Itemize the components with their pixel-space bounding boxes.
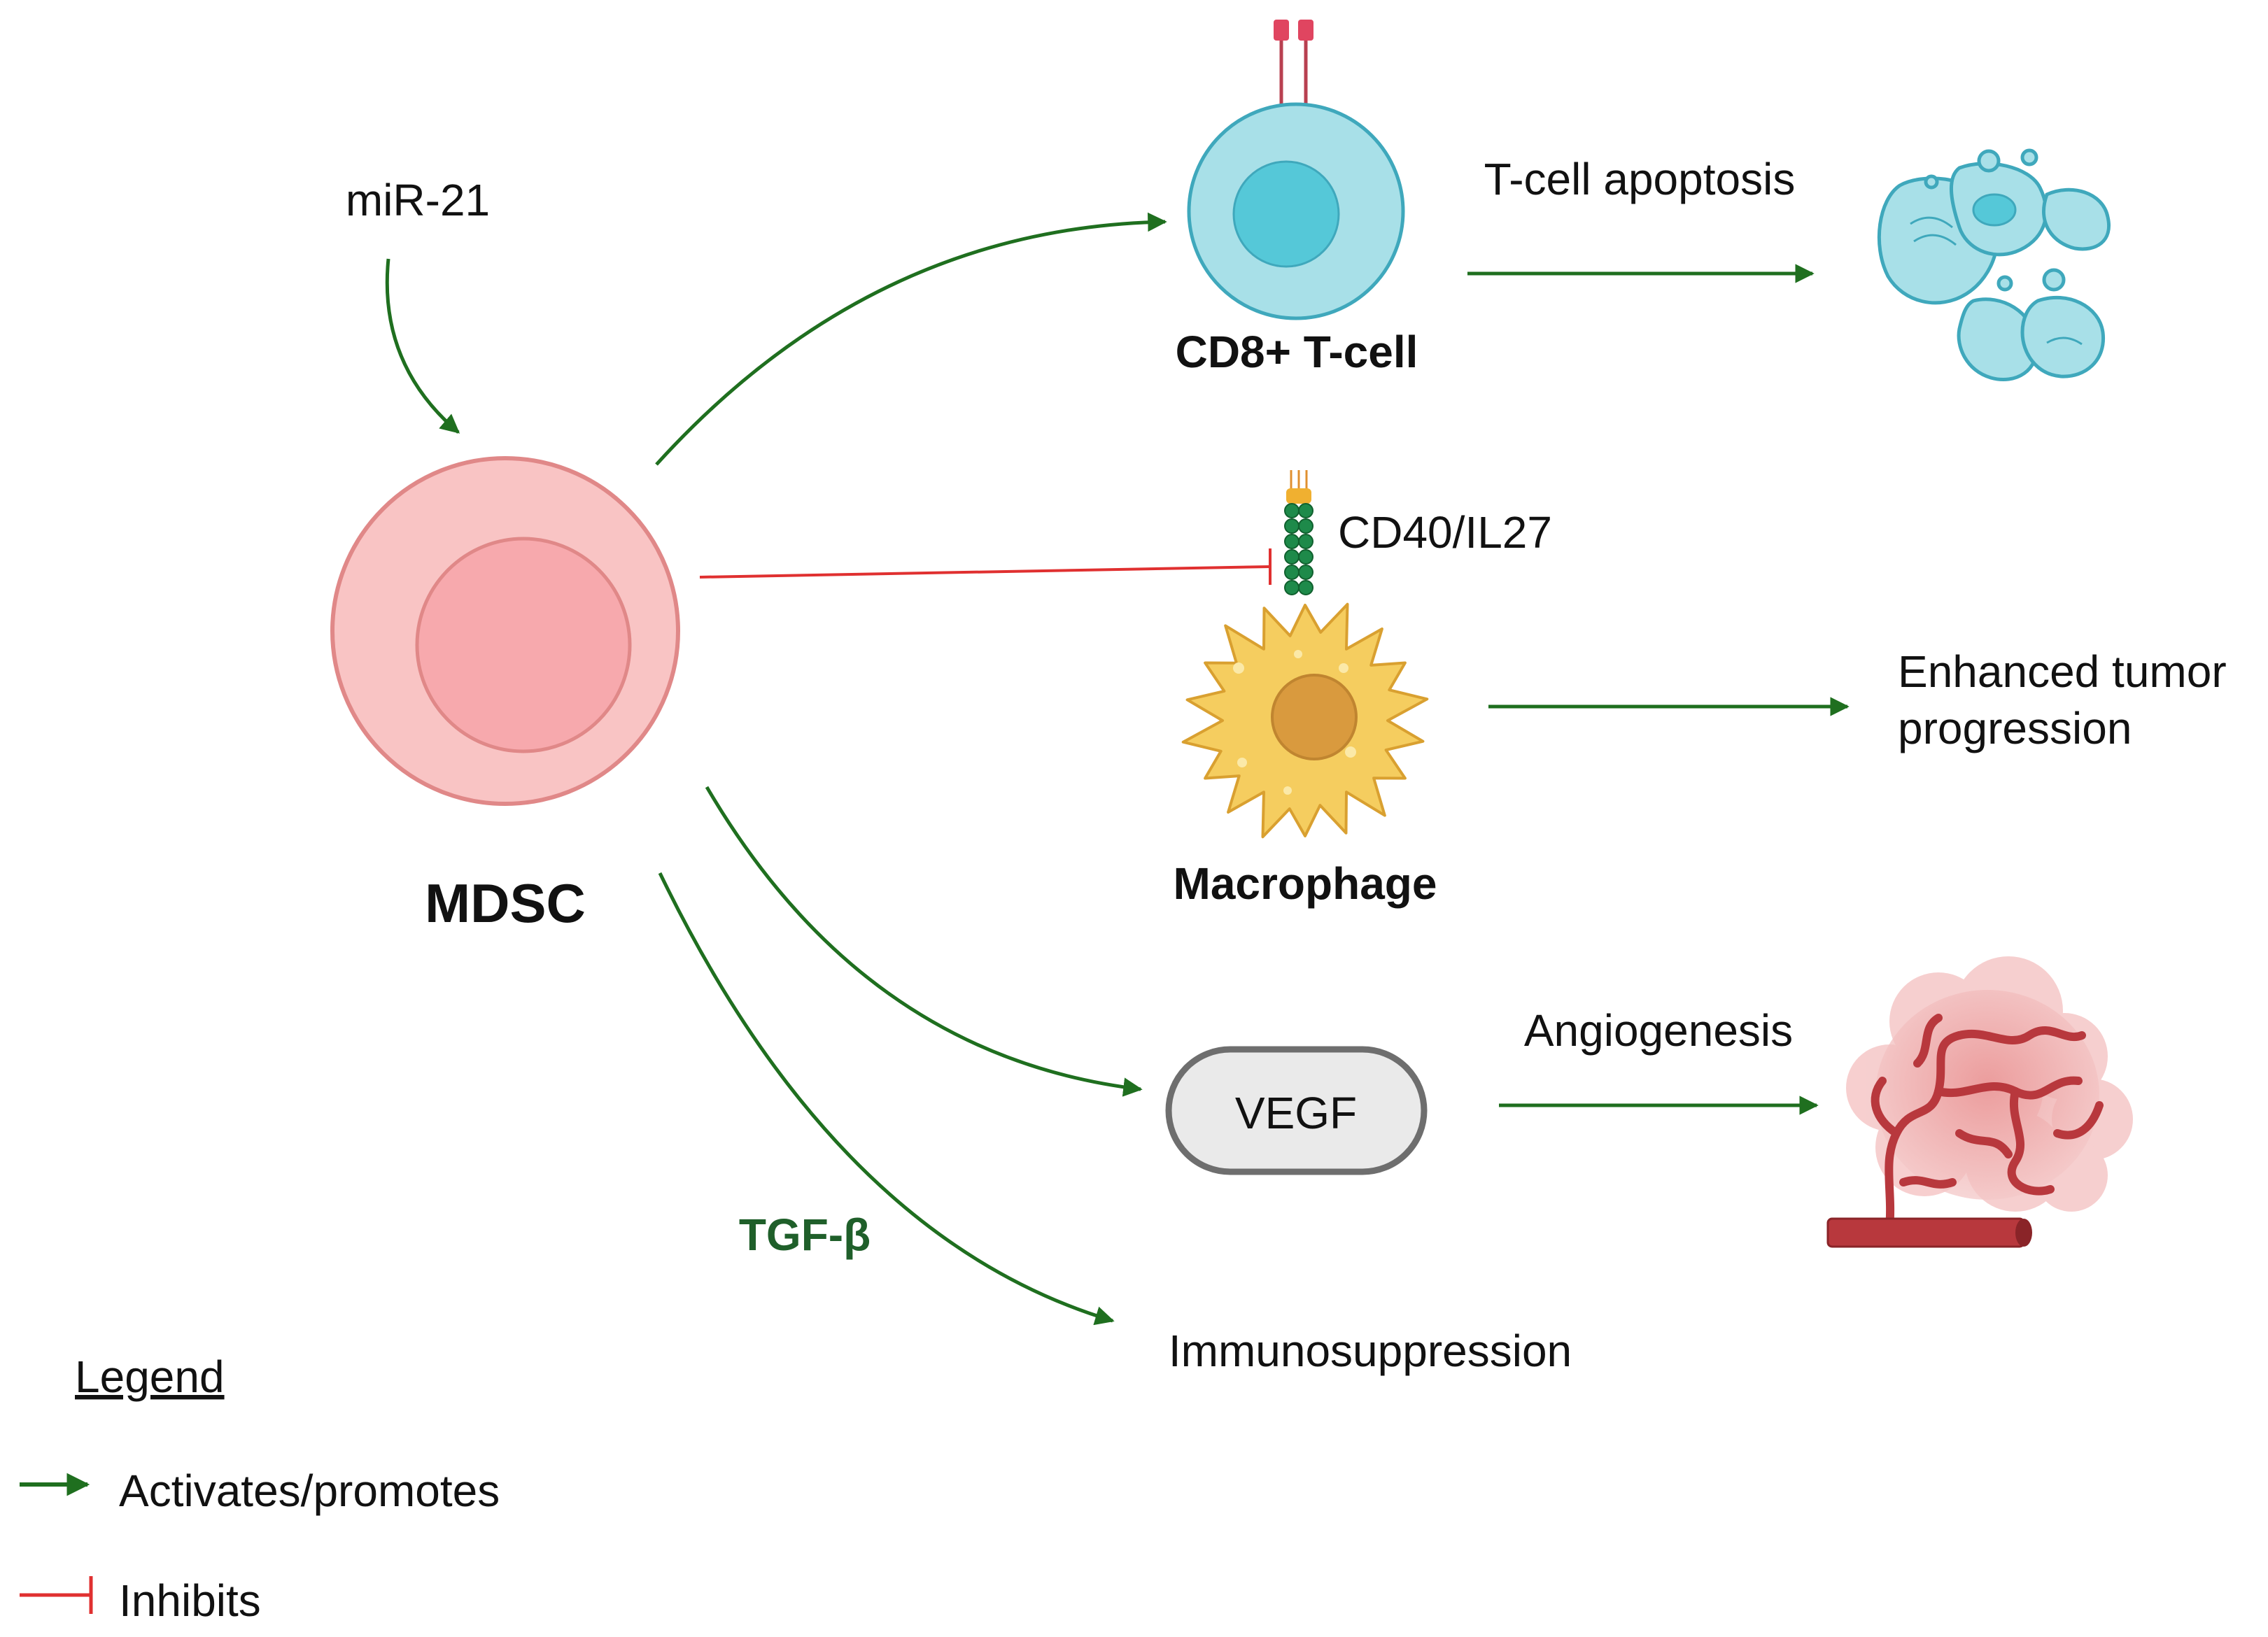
cd40-il27-label: CD40/IL27 xyxy=(1338,507,1552,558)
mdsc-to-cd8-arrow xyxy=(655,212,1167,466)
mdsc-inhibits-macrophage-line xyxy=(699,565,1271,579)
cd40-receptor xyxy=(1284,470,1313,595)
apoptotic-cell-details xyxy=(1910,193,2083,346)
tgfb-label: TGF-β xyxy=(739,1210,871,1260)
mdsc-cell xyxy=(330,456,680,806)
enhanced-tumor-label-line1: Enhanced tumor xyxy=(1898,646,2227,697)
immunosuppression-label: Immunosuppression xyxy=(1169,1326,1572,1376)
legend-inhibits-label: Inhibits xyxy=(119,1575,261,1626)
mir21-arrow xyxy=(385,258,460,434)
mdsc-to-immunosuppression-arrow xyxy=(658,872,1115,1326)
tumor-angiogenesis-icon xyxy=(1826,956,2133,1248)
legend-title: Legend xyxy=(75,1352,225,1402)
mdsc-label: MDSC xyxy=(425,872,586,934)
macrophage-nucleus xyxy=(1271,674,1358,760)
macrophage-vesicles xyxy=(1233,650,1356,795)
vegf-pill xyxy=(1165,1046,1428,1175)
vegf-label: VEGF xyxy=(1235,1088,1357,1138)
mdsc-to-vegf-arrow xyxy=(705,786,1143,1097)
apoptotic-cell-icon xyxy=(1877,148,2111,382)
enhanced-tumor-label-line2: progression xyxy=(1898,703,2132,753)
macrophage-label: Macrophage xyxy=(1174,858,1437,909)
cd8-tcell xyxy=(1187,20,1405,320)
tcell-apoptosis-label: T-cell apoptosis xyxy=(1484,154,1796,204)
mir21-label: miR-21 xyxy=(346,175,490,225)
blood-vessel xyxy=(1826,1217,2025,1248)
cd8-label: CD8+ T-cell xyxy=(1176,327,1418,377)
angiogenesis-label: Angiogenesis xyxy=(1524,1005,1793,1056)
legend-activates-label: Activates/promotes xyxy=(119,1466,500,1516)
